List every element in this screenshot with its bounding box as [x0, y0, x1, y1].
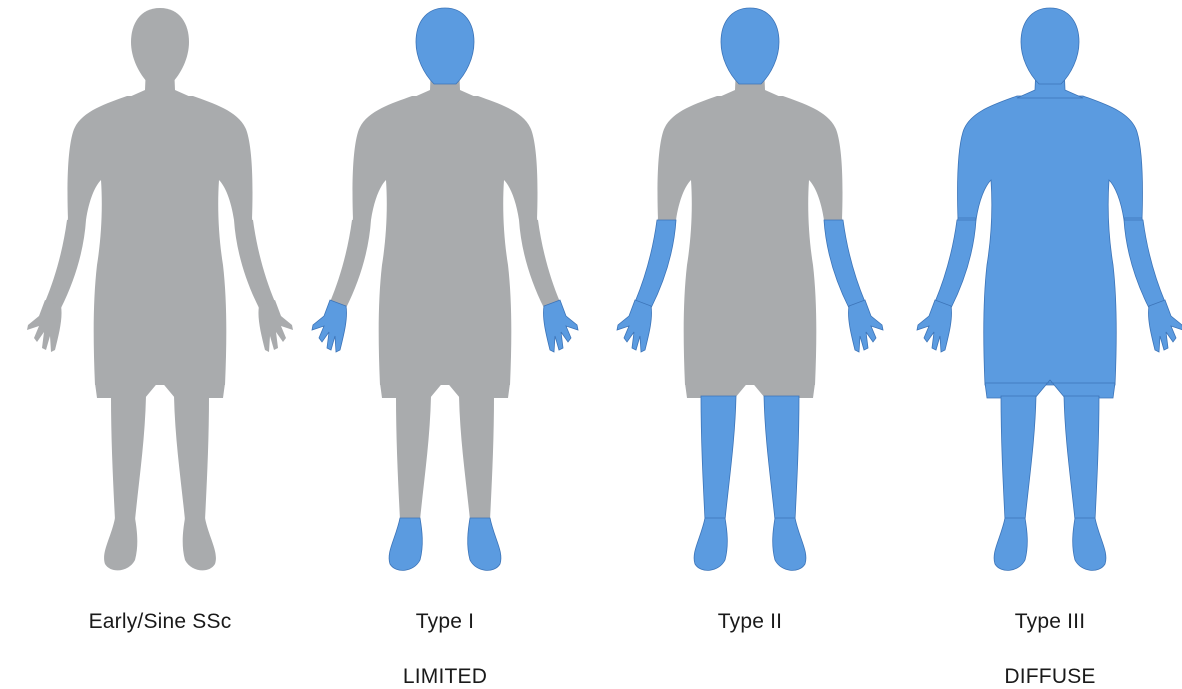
- body-figure-2: [300, 0, 590, 600]
- figure-caption: Early/Sine SSc: [15, 610, 305, 634]
- body-figure-3: [605, 0, 895, 600]
- body-figure-4: [905, 0, 1182, 600]
- lower-legs-region: [396, 396, 494, 520]
- feet-region: [389, 518, 501, 570]
- trunk-region: [68, 96, 253, 385]
- lower-legs-region: [111, 396, 209, 520]
- figure-caption: Type I: [300, 610, 590, 634]
- head-region: [416, 8, 474, 84]
- figure-caption: Type III: [905, 610, 1182, 634]
- figure-subtitle: DIFFUSE: [905, 665, 1182, 689]
- head-region: [131, 8, 189, 84]
- head-region: [721, 8, 779, 84]
- trunk-region: [353, 96, 538, 385]
- feet-region: [104, 518, 216, 570]
- feet-region: [694, 518, 806, 570]
- lower-legs-region: [1001, 396, 1099, 520]
- body-figure-1: [15, 0, 305, 600]
- trunk-region: [958, 96, 1143, 385]
- lower-legs-region: [701, 396, 799, 520]
- figure-subtitle: LIMITED: [300, 665, 590, 689]
- head-region: [1021, 8, 1079, 84]
- trunk-region: [658, 96, 843, 385]
- figure-caption: Type II: [605, 610, 895, 634]
- thighs-region: [985, 380, 1115, 398]
- feet-region: [994, 518, 1106, 570]
